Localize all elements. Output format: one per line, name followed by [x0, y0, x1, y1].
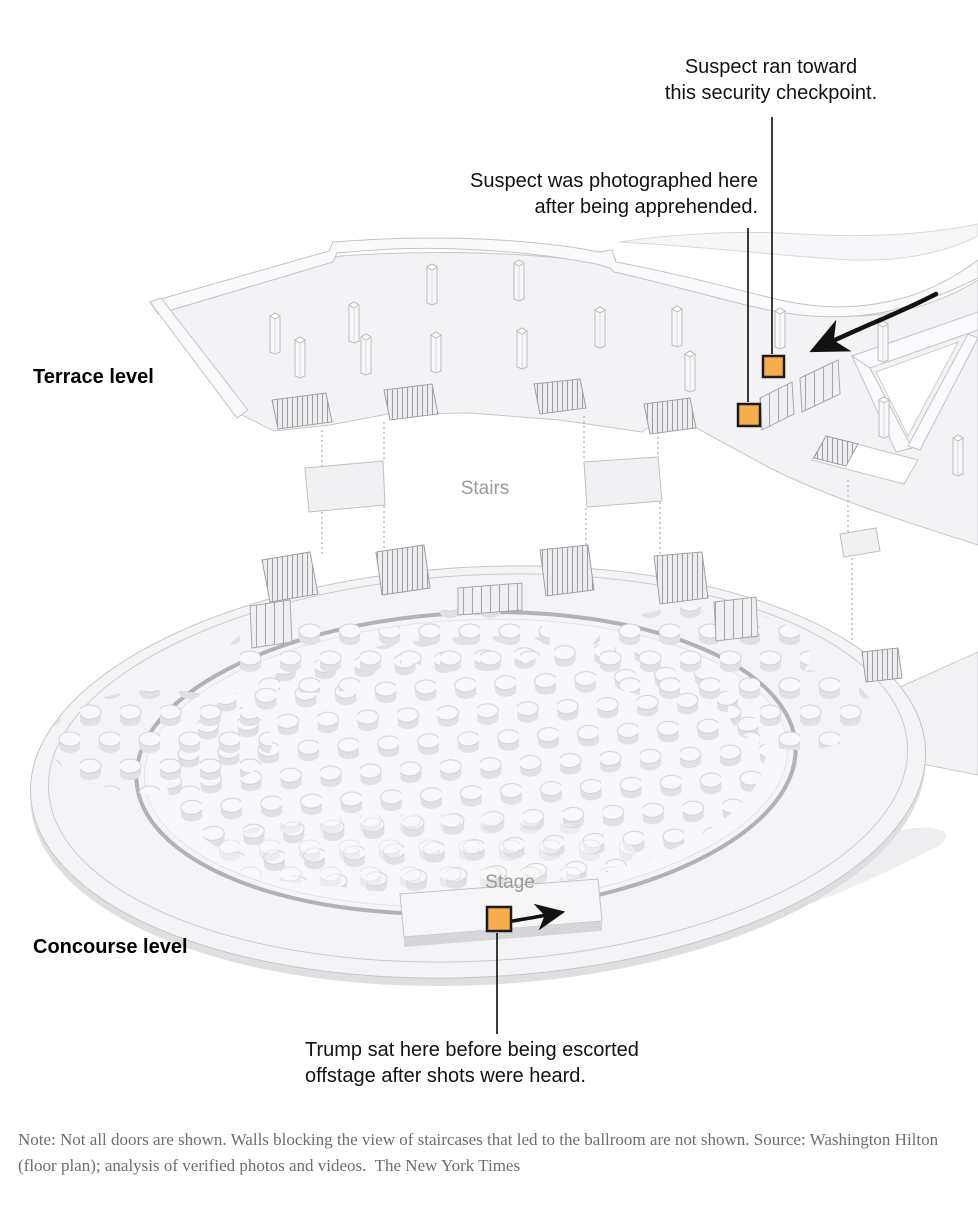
annotation-trump-seat: Trump sat here before being escorted off…: [305, 1039, 639, 1087]
concourse-stairs: [261, 544, 903, 683]
ballroom-ring-inner-line: [47, 573, 909, 963]
railing-slats-1: [759, 381, 795, 431]
stair-landing-small: [839, 527, 881, 558]
annotation-suspect-photographed: Suspect was photographed here after bein…: [470, 170, 758, 218]
source-note: Note: Not all doors are shown. Walls blo…: [18, 1130, 939, 1175]
label-concourse-level: Concourse level: [33, 936, 188, 958]
annotation-graphics: [485, 117, 939, 1034]
terrace-level-structure: [149, 223, 978, 546]
annotation-security-checkpoint: Suspect ran toward this security checkpo…: [664, 56, 878, 104]
terrace-upper-band: [619, 223, 978, 261]
label-stairs: Stairs: [460, 478, 510, 499]
concourse-level-structure: [29, 544, 978, 987]
terrace-left-wall: [149, 297, 249, 419]
banquet-tables: [48, 607, 872, 894]
escalator-stairs: [813, 435, 859, 467]
stair-connectors: [304, 416, 881, 648]
terrace-back-wall: [149, 237, 978, 318]
arrow-from-stage: [511, 903, 566, 931]
stair-landing-right: [583, 456, 663, 508]
terrace-stairs: [271, 378, 697, 435]
label-stage: Stage: [485, 872, 535, 893]
label-terrace-level: Terrace level: [33, 366, 154, 388]
marker-suspect-photographed: [736, 402, 762, 428]
railing-slats-2: [799, 359, 841, 413]
marker-security-checkpoint: [761, 354, 786, 379]
door-panels: [249, 582, 759, 649]
stair-landing-left: [304, 460, 386, 513]
marker-trump-seat: [485, 905, 513, 933]
curved-arrow-to-checkpoint: [809, 291, 939, 353]
